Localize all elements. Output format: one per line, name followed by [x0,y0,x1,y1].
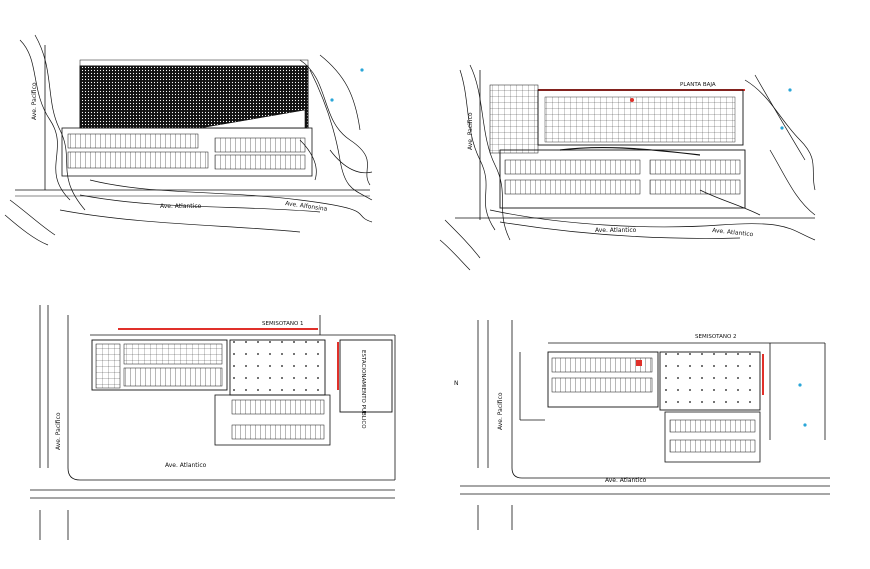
parking-block [499,149,746,209]
plan-title: PLANTA BAJA [680,82,716,88]
site-plan-1: Ave. Pacifico Ave. Atlantico Ave. Alfons… [4,34,373,246]
street-label-bottom: Ave. Atlantico [605,477,647,484]
street-label-left: Ave. Pacifico [55,412,62,450]
column-grid-area [659,351,761,411]
street-label-bottom: Ave. Atlantico [595,227,637,234]
street-label-left: Ave. Pacifico [31,82,38,120]
public-parking-block [339,339,393,413]
street-label-bottom: Ave. Atlantico [160,203,202,210]
plan-title: SEMISOTANO 2 [695,334,737,340]
street-label-right: Ave. Atlantico [712,227,754,238]
block-label: ESTACIONAMIENTO PUBLICO [360,350,366,429]
semisotano-2-plan: SEMISOTANO 2 N Ave. Pacifico Ave. Atlant… [454,320,830,530]
plan-title: SEMISOTANO 1 [262,321,304,327]
street-label-left: Ave. Pacifico [467,112,474,150]
street-label-left: Ave. Pacifico [497,392,504,430]
street-label-bottom: Ave. Atlantico [165,462,207,469]
side-mark: N [454,380,459,387]
column-grid-area [229,339,326,396]
planta-baja-plan: PLANTA BAJA Ave. Pacifico Ave. Atlantico… [439,64,816,271]
semisotano-1-plan: SEMISOTANO 1 ESTACIONAMIENTO PUBLICO Ave… [30,305,396,540]
parking-block [61,127,313,177]
